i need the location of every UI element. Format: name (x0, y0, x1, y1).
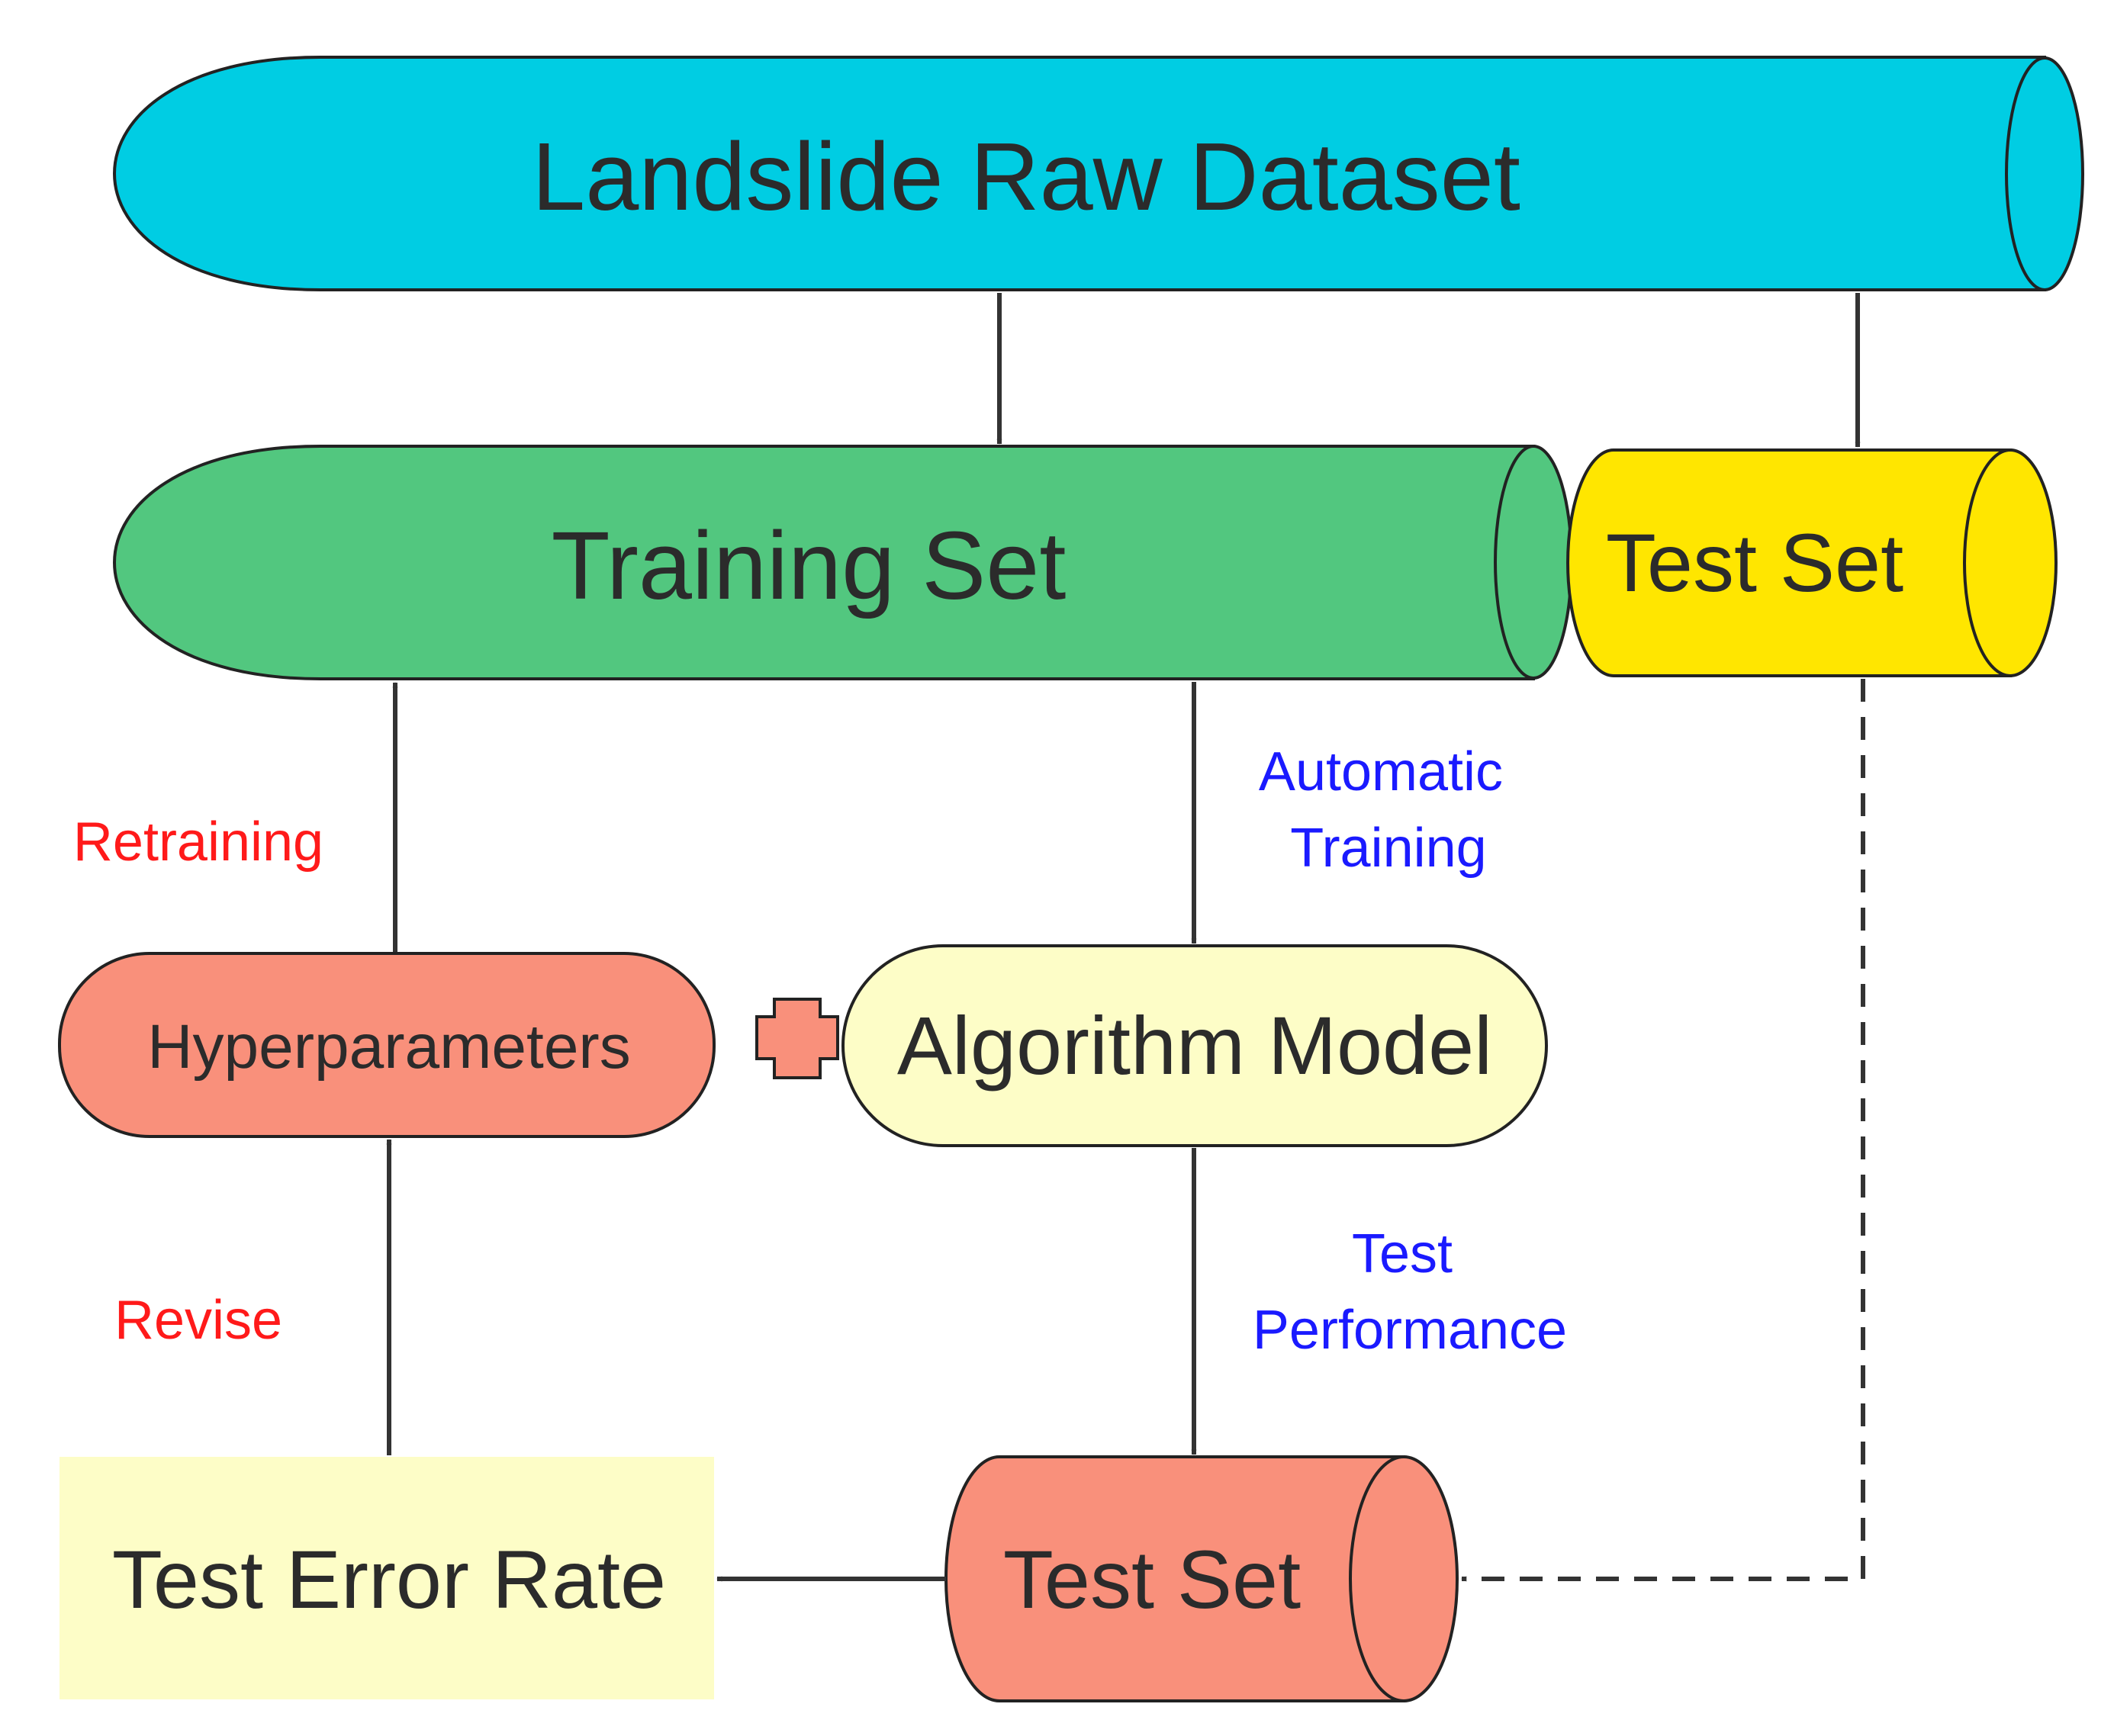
automatic-training-label-line2: Training (1290, 818, 1486, 879)
training-set-label: Training Set (552, 512, 1067, 619)
test-set-split-end-cap (1963, 448, 2058, 677)
dashed-arrow-test-split-to-eval (1461, 679, 1865, 1582)
raw-dataset-body (113, 56, 2046, 291)
raw-dataset-node: Landslide Raw Dataset (113, 56, 2084, 291)
test-set-eval-label: Test Set (1003, 1533, 1301, 1625)
test-set-eval-node: Test Set (944, 1455, 1459, 1702)
raw-dataset-end-cap (2005, 56, 2084, 291)
test-performance-label-line1: Test (1352, 1223, 1453, 1284)
test-set-eval-end-cap (1349, 1455, 1459, 1702)
training-set-node: Training Set (113, 445, 1573, 680)
algorithm-model-box (841, 944, 1548, 1147)
test-error-rate-label: Test Error Rate (112, 1533, 666, 1625)
hyperparameters-box (58, 952, 716, 1138)
test-set-eval-body (944, 1455, 1405, 1702)
training-set-end-cap (1494, 445, 1573, 680)
test-set-split-node: Test Set (1566, 448, 2058, 677)
hyperparameters-node: Hyperparameters (58, 952, 716, 1138)
algorithm-model-label: Algorithm Model (897, 999, 1492, 1091)
test-set-split-body (1566, 448, 2012, 677)
raw-dataset-label: Landslide Raw Dataset (532, 123, 1520, 230)
training-set-body (113, 445, 1535, 680)
automatic-training-label-line1: Automatic (1259, 741, 1503, 802)
test-error-rate-box (60, 1457, 714, 1699)
algorithm-model-node: Algorithm Model (841, 944, 1548, 1147)
plus-icon (755, 998, 839, 1079)
test-set-split-label: Test Set (1606, 516, 1903, 609)
test-performance-label-line2: Performance (1253, 1300, 1567, 1361)
revise-label: Revise (114, 1290, 282, 1351)
hyperparameters-label: Hyperparameters (147, 1012, 630, 1082)
test-error-rate-node: Test Error Rate (60, 1457, 714, 1699)
retraining-label: Retraining (73, 812, 323, 873)
